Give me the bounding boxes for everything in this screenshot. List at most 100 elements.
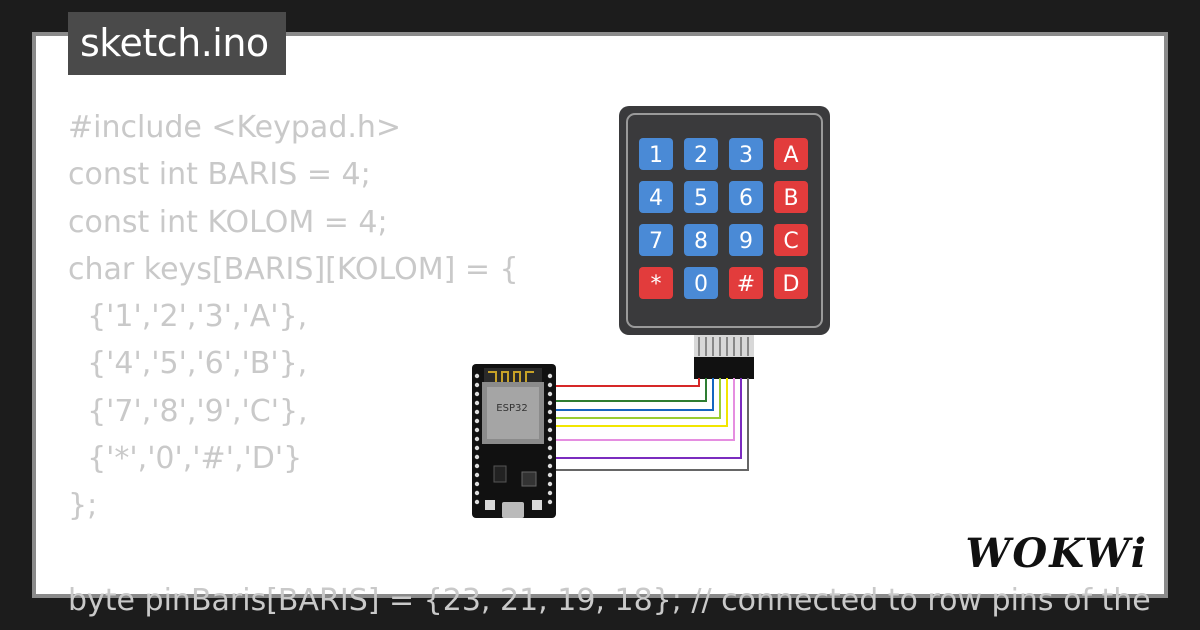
keypad-key-label: 1 xyxy=(649,143,663,168)
keypad-key-label: B xyxy=(783,186,798,211)
code-line: {'1','2','3','A'}, xyxy=(68,299,308,335)
code-line: {'7','8','9','C'}, xyxy=(68,393,308,429)
keypad-key-label: 5 xyxy=(694,186,708,211)
header-pin xyxy=(474,409,480,415)
code-line: const int KOLOM = 4; xyxy=(68,204,388,240)
code-line: {'4','5','6','B'}, xyxy=(68,346,308,382)
keypad-key[interactable] xyxy=(684,138,718,170)
header-pin xyxy=(474,463,480,469)
usb-port xyxy=(502,502,524,518)
en-button[interactable] xyxy=(532,500,542,510)
code-editor[interactable]: #include <Keypad.h>const int BARIS = 4;c… xyxy=(68,104,1151,624)
header-pin xyxy=(474,436,480,442)
keypad-key-label: A xyxy=(783,143,798,168)
keypad-key[interactable] xyxy=(729,138,763,170)
chip-shield xyxy=(487,387,539,439)
header-pin xyxy=(474,400,480,406)
keypad-key[interactable] xyxy=(639,267,673,299)
keypad-key[interactable] xyxy=(684,224,718,256)
keypad-connector-header xyxy=(694,357,754,379)
usb-chip xyxy=(521,471,537,487)
keypad-key-label: # xyxy=(737,272,755,297)
header-pin xyxy=(547,481,553,487)
board-pins xyxy=(474,373,553,505)
keypad-key[interactable] xyxy=(774,181,808,213)
keypad-key[interactable] xyxy=(639,224,673,256)
code-line: char keys[BARIS][KOLOM] = { xyxy=(68,251,519,287)
header-pin xyxy=(474,373,480,379)
header-pin xyxy=(474,454,480,460)
header-pin xyxy=(547,463,553,469)
code-line: {'*','0','#','D'} xyxy=(68,441,303,477)
keypad-key[interactable] xyxy=(729,181,763,213)
keypad-key[interactable] xyxy=(729,267,763,299)
keypad-key[interactable] xyxy=(639,181,673,213)
code-line: }; xyxy=(68,488,98,524)
header-pin xyxy=(547,436,553,442)
keypad-key[interactable] xyxy=(684,181,718,213)
keypad-4x4[interactable]: 1 2 3 A 4 5 6 B 7 8 9 C * 0 # D xyxy=(619,106,830,379)
keypad-key[interactable] xyxy=(774,224,808,256)
header-pin xyxy=(474,445,480,451)
header-pin xyxy=(474,472,480,478)
wokwi-logo: WOKWi xyxy=(965,530,1148,577)
keypad-key-label: 2 xyxy=(694,143,708,168)
keypad-key[interactable] xyxy=(774,267,808,299)
wire xyxy=(549,378,728,427)
wire xyxy=(549,378,742,459)
preview-panel: #include <Keypad.h>const int BARIS = 4;c… xyxy=(36,36,1164,618)
code-line: byte pinBaris[BARIS] = {23, 21, 19, 18};… xyxy=(68,582,1151,618)
header-pin xyxy=(547,400,553,406)
header-pin xyxy=(547,373,553,379)
header-pin xyxy=(474,427,480,433)
code-line: const int BARIS = 4; xyxy=(68,157,371,193)
header-pin xyxy=(547,427,553,433)
header-pin xyxy=(547,490,553,496)
keypad-key-label: 3 xyxy=(739,143,753,168)
header-pin xyxy=(474,382,480,388)
header-pin xyxy=(547,472,553,478)
wire xyxy=(549,378,707,402)
wire xyxy=(549,378,700,387)
wire xyxy=(549,378,749,471)
wire xyxy=(549,378,735,441)
keypad-keys: 1 2 3 A 4 5 6 B 7 8 9 C * 0 # D xyxy=(639,138,808,299)
chip-label: ESP32 xyxy=(496,403,527,414)
header-pin xyxy=(547,445,553,451)
keypad-key-label: 0 xyxy=(694,272,708,297)
keypad-key-label: 8 xyxy=(694,229,708,254)
header-pin xyxy=(474,418,480,424)
header-pin xyxy=(547,418,553,424)
header-pin xyxy=(474,499,480,505)
keypad-key-label: D xyxy=(783,272,800,297)
header-pin xyxy=(547,499,553,505)
keypad-key-label: C xyxy=(783,229,798,254)
keypad-key[interactable] xyxy=(774,138,808,170)
keypad-key-label: 9 xyxy=(739,229,753,254)
keypad-key-label: * xyxy=(651,272,662,297)
header-pin xyxy=(547,391,553,397)
connector-pin-lines xyxy=(698,337,749,356)
regulator xyxy=(493,465,507,483)
keypad-key[interactable] xyxy=(639,138,673,170)
keypad-key[interactable] xyxy=(684,267,718,299)
keypad-key-label: 4 xyxy=(649,186,663,211)
header-pin xyxy=(547,382,553,388)
keypad-connector-pins xyxy=(694,335,754,357)
wire xyxy=(549,378,714,411)
header-pin xyxy=(547,409,553,415)
keypad-key[interactable] xyxy=(729,224,763,256)
wire xyxy=(549,378,721,419)
header-pin xyxy=(474,481,480,487)
keypad-key-label: 6 xyxy=(739,186,753,211)
file-tab[interactable]: sketch.ino xyxy=(68,12,286,75)
keypad-border xyxy=(626,113,823,328)
header-pin xyxy=(474,490,480,496)
boot-button[interactable] xyxy=(485,500,495,510)
wires xyxy=(549,378,749,471)
header-pin xyxy=(474,391,480,397)
header-pin xyxy=(547,454,553,460)
esp32-board[interactable]: ESP32 xyxy=(472,364,556,518)
keypad-key-label: 7 xyxy=(649,229,663,254)
